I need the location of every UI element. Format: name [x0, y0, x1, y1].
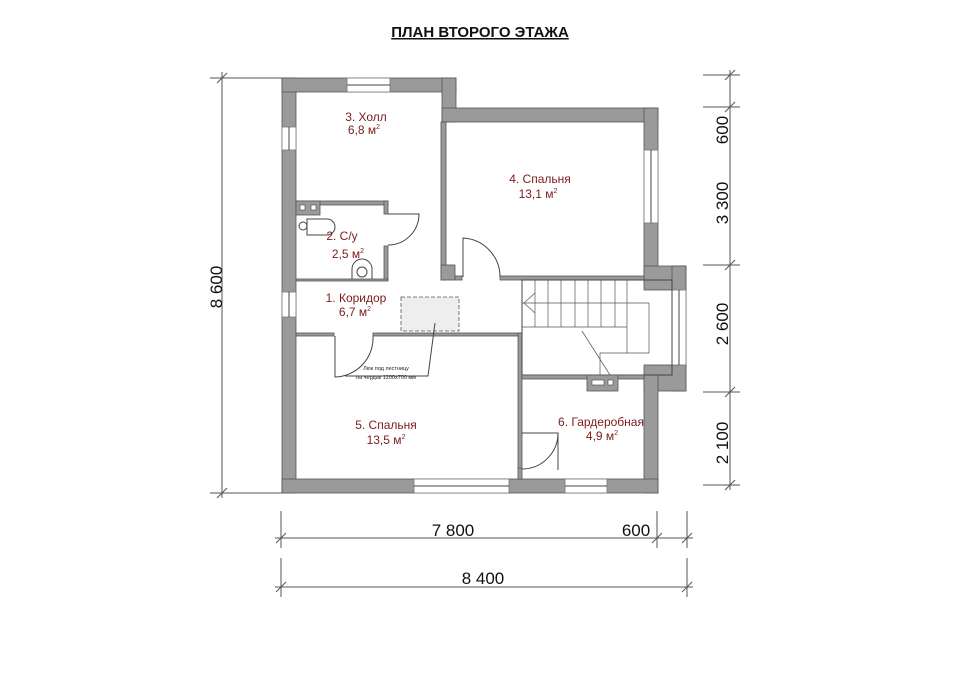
room-labels: 3. Холл 6,8 м2 4. Спальня 13,1 м2 2. С/у…	[326, 110, 644, 447]
dim-right-4: 2 100	[713, 422, 732, 465]
room-3-area: 6,8 м2	[348, 123, 380, 137]
interior-walls	[295, 121, 673, 480]
toilet-icon	[298, 221, 308, 231]
room-4-area: 13,1 м2	[519, 187, 558, 201]
dim-total-height: 8 600	[207, 266, 226, 309]
room-5-name: 5. Спальня	[355, 418, 417, 432]
door-bedroom-4	[462, 237, 501, 278]
doors	[334, 213, 559, 470]
room-6-area: 4,9 м2	[586, 429, 618, 443]
sink-icon	[351, 258, 373, 279]
room-4-name: 4. Спальня	[509, 172, 571, 186]
room-1-name: 1. Коридор	[326, 291, 387, 305]
dim-bottom-total: 8 400	[462, 569, 505, 588]
room-2-area: 2,5 м2	[332, 247, 364, 261]
dim-right-2: 3 300	[713, 182, 732, 225]
bathroom-fixtures	[295, 200, 373, 279]
dim-right-1: 600	[713, 116, 732, 144]
dim-bottom-extra: 600	[622, 521, 650, 540]
hatch-note-line1: Люк под лестницу	[363, 366, 409, 372]
door-wardrobe	[521, 432, 559, 470]
staircase	[522, 280, 650, 376]
plan-title: ПЛАН ВТОРОГО ЭТАЖА	[391, 24, 569, 41]
room-5-area: 13,5 м2	[367, 433, 406, 447]
hatch-note-line2: на чердак 1200х700 мм	[356, 375, 416, 381]
door-wc	[387, 213, 420, 246]
room-3-name: 3. Холл	[345, 110, 387, 124]
room-2-name: 2. С/у	[326, 229, 357, 243]
dimension-left: 8 600	[207, 72, 282, 499]
door-bedroom-5	[334, 335, 374, 378]
outer-walls	[281, 77, 687, 494]
attic-hatch: Люк под лестницу на чердак 1200х700 мм	[345, 296, 460, 381]
dim-bottom-main: 7 800	[432, 521, 475, 540]
dimension-bottom: 7 800 600 8 400	[275, 511, 693, 597]
room-6-name: 6. Гардеробная	[558, 415, 644, 429]
dim-right-3: 2 600	[713, 303, 732, 346]
dimension-right: 600 3 300 2 600 2 100	[703, 69, 740, 491]
room-1-area: 6,7 м2	[339, 305, 371, 319]
windows	[281, 77, 687, 494]
